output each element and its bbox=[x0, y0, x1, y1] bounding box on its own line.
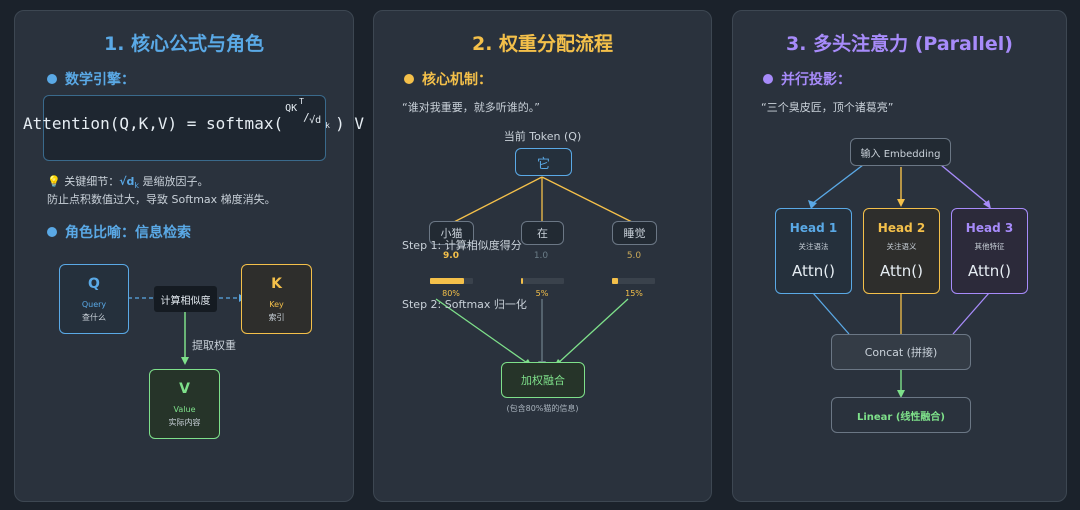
current-token-label: 当前 Token (Q) bbox=[503, 130, 582, 143]
value-en: Value bbox=[173, 404, 196, 414]
linear-box: Linear (线性融合) bbox=[831, 397, 971, 433]
step2-label: Step 2: Softmax 归一化 bbox=[402, 298, 527, 311]
token-score-1: 1.0 bbox=[533, 251, 549, 261]
token-score-0: 9.0 bbox=[443, 251, 459, 261]
token-word: 小猫 bbox=[440, 227, 463, 240]
tip-prefix: 💡 关键细节： bbox=[47, 175, 120, 188]
bullet-dot-icon bbox=[763, 74, 773, 84]
head-op: Attn() bbox=[880, 262, 923, 280]
bullet-dot-icon bbox=[47, 227, 57, 237]
token-box-0: 小猫 bbox=[429, 221, 474, 245]
head-box-3: Head 3 其他特征 Attn() bbox=[951, 208, 1028, 294]
weight-label-2: 15% bbox=[625, 289, 643, 298]
weight-bar-fill-2 bbox=[612, 278, 619, 284]
weight-label-0: 80% bbox=[442, 289, 460, 298]
weight-bar-fill-0 bbox=[430, 278, 465, 284]
key-en: Key bbox=[269, 299, 284, 309]
concat-text: Concat (拼接) bbox=[864, 346, 938, 359]
formula-rhs: ) V bbox=[335, 114, 364, 133]
section-label: 角色比喻：信息检索 bbox=[65, 225, 191, 241]
head-op: Attn() bbox=[792, 262, 835, 280]
token-box-1: 在 bbox=[521, 221, 564, 245]
formula-superscript: T bbox=[299, 97, 304, 106]
head-op: Attn() bbox=[968, 262, 1011, 280]
section-math-engine: 数学引擎： bbox=[47, 69, 135, 89]
calc-similarity-label: 计算相似度 bbox=[154, 286, 217, 312]
head-name: Head 1 bbox=[789, 221, 838, 235]
formula-denominator-sub: k bbox=[325, 121, 330, 130]
weighted-fusion-box: 加权融合 bbox=[501, 362, 585, 398]
key-letter: K bbox=[271, 275, 282, 292]
formula-numerator: QK bbox=[285, 103, 298, 114]
head-desc: 其他特征 bbox=[974, 242, 1005, 251]
tip-symbol: √d bbox=[119, 175, 135, 188]
fusion-note: (包含80%猫的信息) bbox=[506, 404, 579, 413]
panel-multihead: 3. 多头注意力 (Parallel) 并行投影： “三个臭皮匠，顶个诸葛亮” … bbox=[732, 10, 1067, 502]
key-zh: 索引 bbox=[268, 312, 285, 322]
tip-line2: 防止点积数值过大，导致 Softmax 梯度消失。 bbox=[47, 193, 276, 206]
head-box-1: Head 1 关注语法 Attn() bbox=[775, 208, 852, 294]
section-label: 并行投影： bbox=[781, 72, 851, 88]
weight-bar-track-2 bbox=[612, 278, 655, 284]
calc-similarity-text: 计算相似度 bbox=[160, 295, 211, 307]
query-zh: 查什么 bbox=[82, 312, 106, 322]
token-word: 在 bbox=[537, 227, 548, 240]
formula-lhs: Attention(Q,K,V) = softmax( bbox=[23, 114, 284, 133]
current-token-text: 它 bbox=[536, 156, 550, 172]
section-label: 核心机制： bbox=[422, 72, 492, 88]
token-word: 睡觉 bbox=[623, 227, 646, 240]
head-name: Head 3 bbox=[965, 221, 1014, 235]
head-box-2: Head 2 关注语义 Attn() bbox=[863, 208, 940, 294]
value-letter: V bbox=[179, 380, 190, 397]
query-box: Q Query 查什么 bbox=[59, 264, 129, 334]
current-token-box: 它 bbox=[515, 148, 572, 176]
input-embedding-box: 输入 Embedding bbox=[850, 138, 951, 166]
extract-weight-label: 提取权重 bbox=[192, 339, 236, 352]
formula-box bbox=[43, 95, 326, 161]
panel-weight-flow: 2. 权重分配流程 核心机制： “谁对我重要，就多听谁的。” 当前 Token … bbox=[373, 10, 712, 502]
linear-text: Linear (线性融合) bbox=[856, 411, 945, 423]
panel1-title: 1. 核心公式与角色 bbox=[103, 33, 265, 55]
weight-bar-track-1 bbox=[521, 278, 564, 284]
tip-suffix: 是缩放因子。 bbox=[139, 175, 209, 188]
head-name: Head 2 bbox=[877, 221, 926, 235]
step1-label: Step 1: 计算相似度得分 bbox=[402, 239, 522, 252]
formula-denominator: √d bbox=[309, 115, 322, 126]
value-box: V Value 实际内容 bbox=[149, 369, 220, 439]
section-label: 数学引擎： bbox=[65, 72, 135, 88]
weight-bar-track-0 bbox=[430, 278, 473, 284]
head-desc: 关注语义 bbox=[886, 242, 917, 251]
section-role-metaphor: 角色比喻：信息检索 bbox=[47, 222, 191, 242]
tip-line1: 💡 关键细节：√dk 是缩放因子。 bbox=[47, 173, 209, 190]
weighted-fusion-text: 加权融合 bbox=[521, 374, 565, 387]
mechanism-quote: “谁对我重要，就多听谁的。” bbox=[402, 101, 540, 114]
section-core-mechanism: 核心机制： bbox=[404, 69, 492, 89]
query-en: Query bbox=[81, 299, 107, 309]
panel3-title: 3. 多头注意力 (Parallel) bbox=[786, 33, 1013, 55]
head-desc: 关注语法 bbox=[798, 242, 829, 251]
input-embedding-text: 输入 Embedding bbox=[860, 148, 941, 160]
token-score-2: 5.0 bbox=[626, 251, 642, 261]
bullet-dot-icon bbox=[404, 74, 414, 84]
parallel-quote: “三个臭皮匠，顶个诸葛亮” bbox=[761, 101, 894, 114]
query-letter: Q bbox=[88, 275, 100, 292]
tip-symbol-sub: k bbox=[134, 181, 140, 191]
key-box: K Key 索引 bbox=[241, 264, 312, 334]
concat-box: Concat (拼接) bbox=[831, 334, 971, 370]
token-box-2: 睡觉 bbox=[612, 221, 657, 245]
value-zh: 实际内容 bbox=[168, 417, 201, 427]
weight-bar-fill-1 bbox=[521, 278, 524, 284]
bullet-dot-icon bbox=[47, 74, 57, 84]
panel-core-formula: 1. 核心公式与角色 数学引擎： Attention(Q,K,V) = soft… bbox=[14, 10, 364, 502]
panel2-title: 2. 权重分配流程 bbox=[471, 33, 614, 55]
weight-label-1: 5% bbox=[535, 289, 549, 298]
section-parallel-projection: 并行投影： bbox=[763, 69, 851, 89]
